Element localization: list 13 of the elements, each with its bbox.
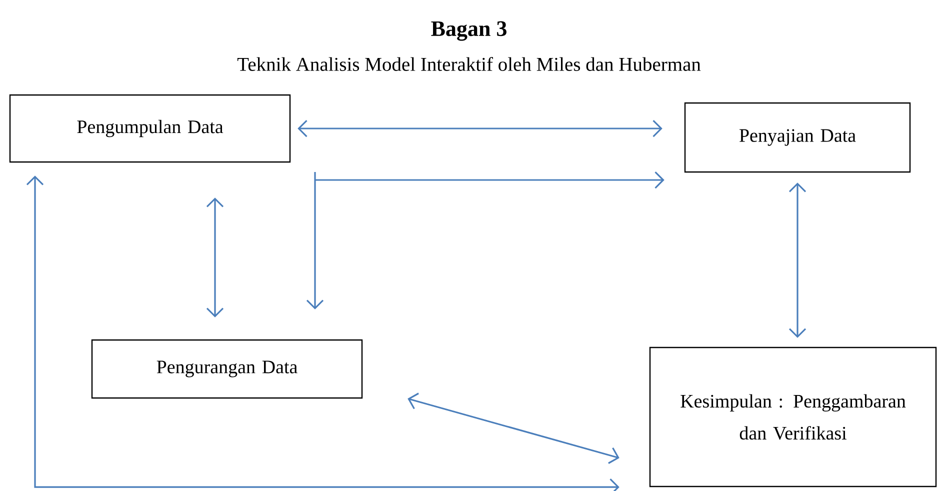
process-box: Penyajian Data	[684, 102, 911, 173]
arrow	[298, 120, 662, 138]
process-box: Pengumpulan Data	[9, 94, 291, 163]
subtitle: Teknik Analisis Model Interaktif oleh Miles dan Huberman	[237, 57, 701, 71]
process-box: Pengurangan Data	[91, 339, 363, 399]
arrow	[206, 198, 224, 318]
arrow	[306, 172, 324, 310]
arrow	[788, 182, 806, 338]
title: Bagan 3	[431, 21, 506, 41]
process-box: Kesimpulan : Penggambaran dan Verifikasi	[649, 346, 937, 488]
arrow	[408, 392, 620, 464]
arrow	[315, 171, 664, 189]
arrow	[26, 176, 620, 491]
